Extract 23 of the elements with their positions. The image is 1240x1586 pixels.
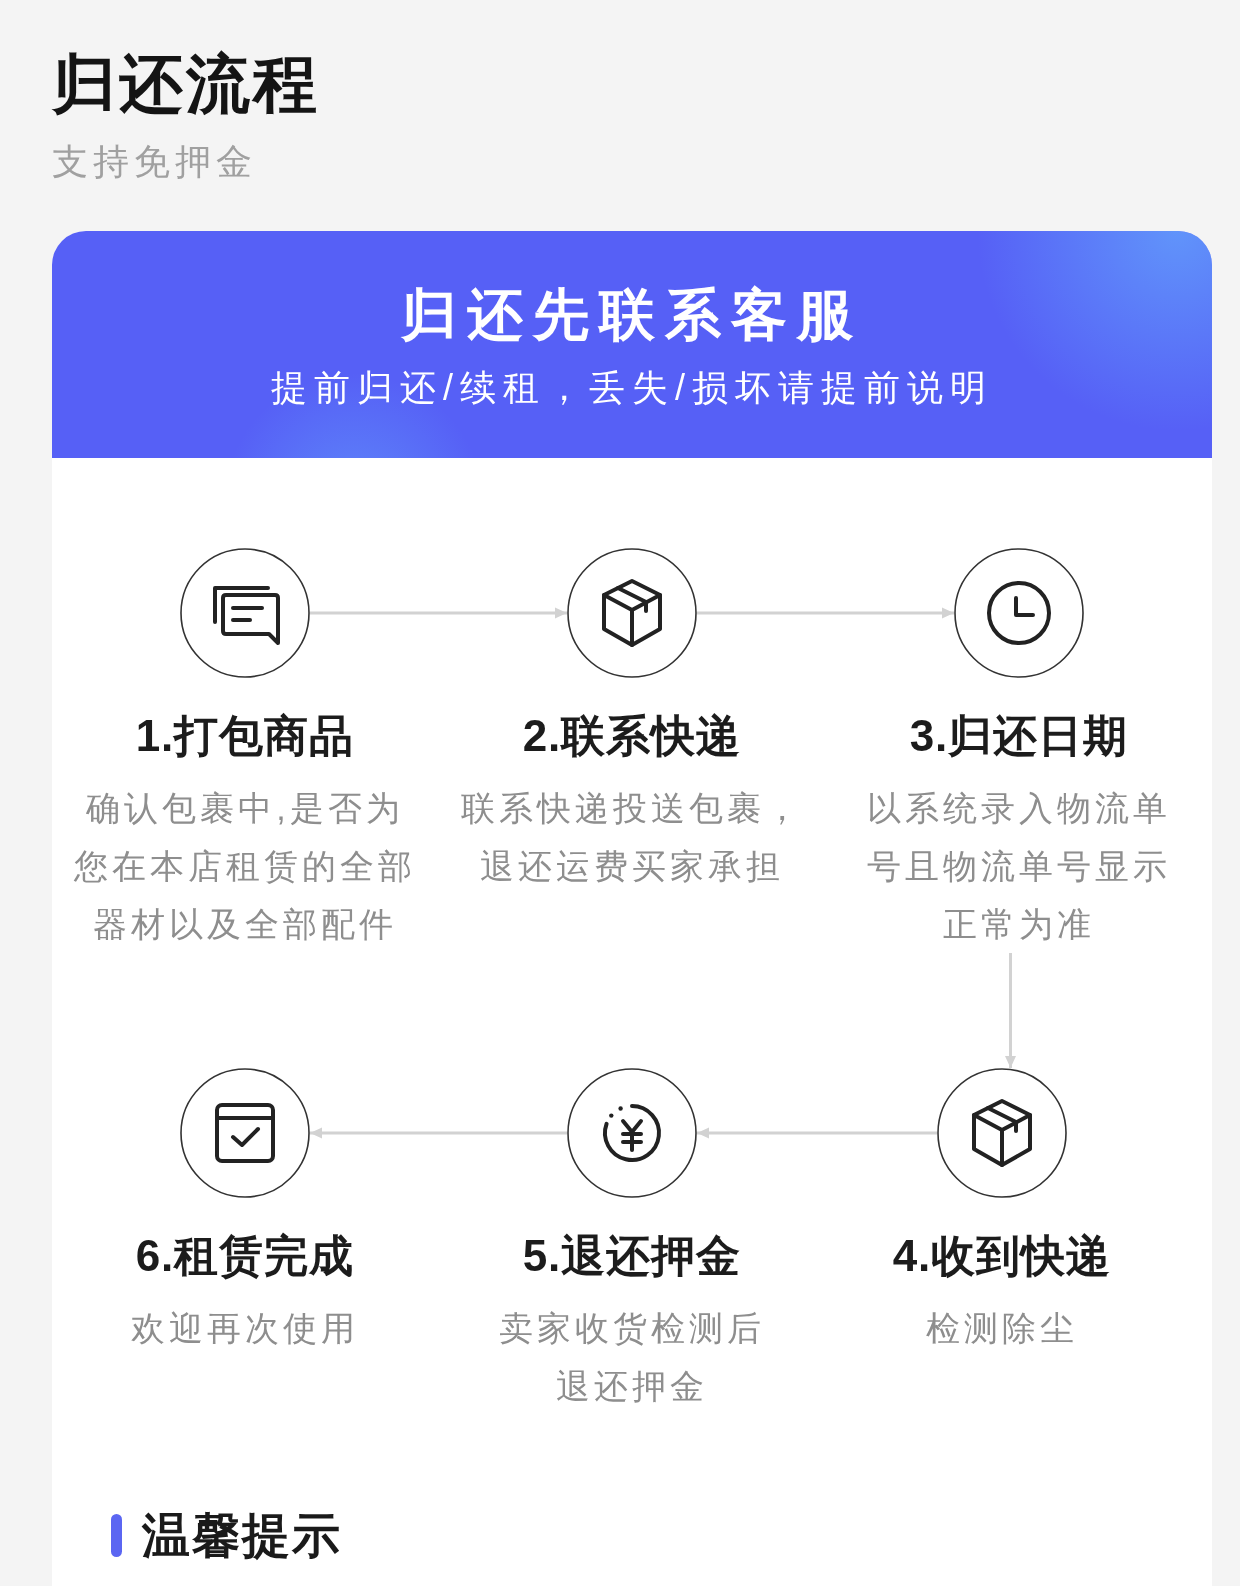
arrow bbox=[697, 1127, 937, 1139]
step-description: 以系统录入物流单号且物流单号显示正常为准 bbox=[866, 788, 1172, 945]
step-description: 确认包裹中,是否为您在本店租赁的全部器材以及全部配件 bbox=[73, 788, 417, 945]
step-description: 欢迎再次使用 bbox=[131, 1308, 359, 1349]
arrow bbox=[697, 607, 954, 619]
step-title: 6.租赁完成 bbox=[135, 1230, 355, 1282]
step-description: 检测除尘 bbox=[926, 1308, 1078, 1349]
page-title: 归还流程 bbox=[52, 48, 320, 120]
step-title: 2.联系快递 bbox=[522, 710, 742, 762]
step-title: 1.打包商品 bbox=[135, 710, 355, 762]
banner-subtitle: 提前归还/续租，丢失/损坏请提前说明 bbox=[271, 366, 993, 410]
step-description: 卖家收货检测后退还押金 bbox=[498, 1308, 766, 1407]
subtitle: 支持免押金 bbox=[52, 140, 257, 184]
section-heading: 温馨提示 bbox=[142, 1508, 342, 1564]
banner-title: 归还先联系客服 bbox=[401, 282, 863, 348]
step-title: 4.收到快递 bbox=[892, 1230, 1112, 1282]
arrow bbox=[310, 607, 567, 619]
arrow bbox=[1005, 953, 1016, 1068]
step-description: 联系快递投送包裹，退还运费买家承担 bbox=[460, 788, 804, 887]
step-title: 5.退还押金 bbox=[522, 1230, 742, 1282]
info-card bbox=[52, 231, 1212, 1586]
step-title: 3.归还日期 bbox=[909, 710, 1129, 762]
arrow bbox=[310, 1127, 567, 1139]
